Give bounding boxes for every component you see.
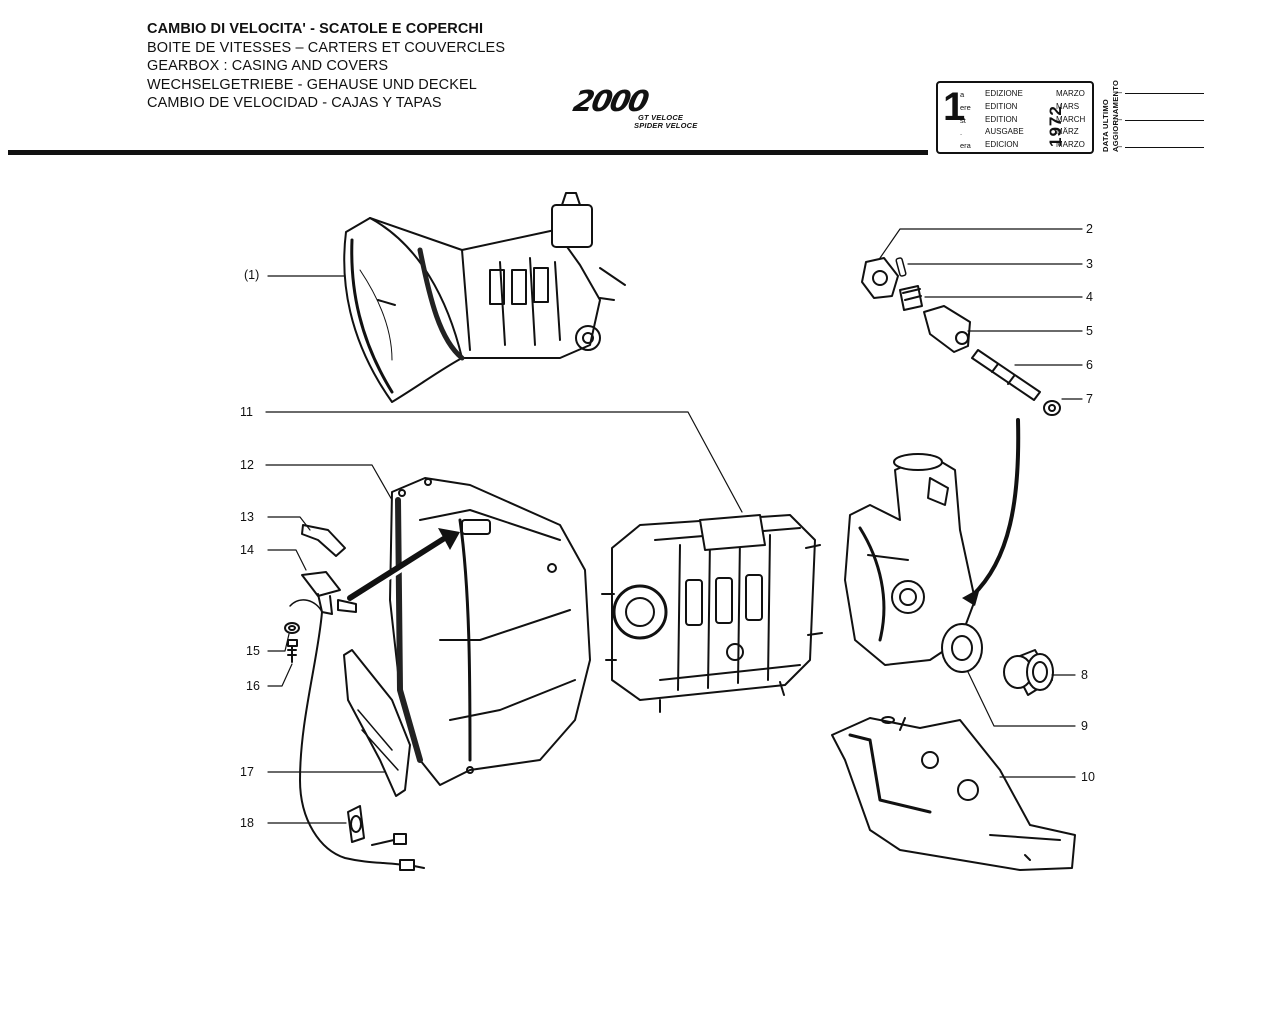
edition-month: MARZO bbox=[1056, 89, 1085, 98]
callout-7: 7 bbox=[1086, 392, 1093, 406]
edition-suffix: a bbox=[960, 90, 965, 99]
part-9-mount bbox=[941, 623, 983, 673]
part-13-bracket bbox=[301, 524, 346, 557]
callout-18: 18 bbox=[240, 816, 254, 830]
edition-box: 1 a ere st . era EDIZIONE EDITION EDITIO… bbox=[936, 81, 1094, 154]
edition-label: EDITION bbox=[985, 115, 1018, 124]
edition-month: MARS bbox=[1056, 102, 1080, 111]
callout-9: 9 bbox=[1081, 719, 1088, 733]
callout-12: 12 bbox=[240, 458, 254, 472]
part-2-gasket bbox=[861, 257, 899, 299]
title-english: GEARBOX : CASING AND COVERS bbox=[147, 58, 389, 74]
callout-14: 14 bbox=[240, 543, 254, 557]
edition-suffix: st bbox=[960, 116, 966, 125]
callout-13: 13 bbox=[240, 510, 254, 524]
callout-11: 11 bbox=[240, 405, 253, 419]
update-line bbox=[1125, 93, 1204, 94]
callout-6: 6 bbox=[1086, 358, 1093, 372]
edition-label: AUSGABE bbox=[985, 127, 1024, 136]
part-10-crossmember bbox=[831, 716, 1076, 871]
title-italian: CAMBIO DI VELOCITA' - SCATOLE E COPERCHI bbox=[147, 21, 484, 37]
curved-arrow bbox=[962, 418, 1021, 606]
part-7-washer bbox=[1043, 400, 1061, 416]
central-casing bbox=[601, 514, 823, 713]
edition-label: EDICION bbox=[985, 140, 1019, 149]
edition-suffix: ere bbox=[960, 103, 971, 112]
part-5-speedo-housing bbox=[923, 305, 971, 353]
part-3-pin bbox=[895, 257, 907, 277]
model-logo-line1: GT VELOCE bbox=[638, 113, 684, 122]
part-17-cover-plate bbox=[343, 649, 411, 797]
title-french: BOITE DE VITESSES – CARTERS ET COUVERCLE… bbox=[147, 39, 506, 56]
callout-17: 17 bbox=[240, 765, 254, 779]
callout-16: 16 bbox=[246, 679, 260, 693]
part-4-drive-gear bbox=[899, 285, 923, 311]
update-line bbox=[1125, 147, 1204, 148]
callout-4: 4 bbox=[1086, 290, 1093, 304]
part-18-clip bbox=[347, 805, 365, 843]
part-14-switch bbox=[301, 571, 357, 615]
part-16-screw bbox=[287, 639, 298, 663]
callout-10: 10 bbox=[1081, 770, 1095, 784]
callout-8: 8 bbox=[1081, 668, 1088, 682]
edition-month: MÄRZ bbox=[1056, 127, 1079, 136]
assembly-arrow bbox=[347, 528, 460, 604]
clutch-bell-housing bbox=[389, 477, 591, 786]
title-german: WECHSELGETRIEBE - GEHAUSE UND DECKEL bbox=[147, 76, 477, 93]
update-line bbox=[1125, 120, 1204, 121]
edition-number: 1 bbox=[943, 85, 966, 129]
wiring-cable bbox=[289, 599, 425, 871]
edition-month: MARCH bbox=[1056, 115, 1086, 124]
part-8-bush bbox=[1003, 649, 1054, 696]
update-tick: – bbox=[1117, 141, 1123, 151]
callout-1: (1) bbox=[244, 268, 260, 282]
header-rule bbox=[8, 150, 928, 155]
callout-3: 3 bbox=[1086, 257, 1093, 271]
page-title-block: CAMBIO DI VELOCITA' - SCATOLE E COPERCHI… bbox=[147, 20, 505, 113]
leader-lines bbox=[265, 228, 1083, 824]
edition-month: MARZO bbox=[1056, 140, 1085, 149]
callout-5: 5 bbox=[1086, 324, 1093, 338]
edition-label: EDITION bbox=[985, 102, 1018, 111]
part-6-shaft bbox=[971, 349, 1041, 401]
model-logo: 2000 GT VELOCE SPIDER VELOCE bbox=[570, 84, 704, 132]
update-tick: – bbox=[1117, 87, 1123, 97]
edition-suffix: era bbox=[960, 141, 971, 150]
title-spanish: CAMBIO DE VELOCIDAD - CAJAS Y TAPAS bbox=[147, 95, 442, 111]
update-tick: – bbox=[1117, 114, 1123, 124]
edition-suffix: . bbox=[960, 128, 963, 137]
complete-gearbox-assembly bbox=[343, 192, 626, 403]
callout-15: 15 bbox=[246, 644, 260, 658]
rear-extension-housing bbox=[844, 453, 976, 666]
edition-label: EDIZIONE bbox=[985, 89, 1023, 98]
model-logo-line2: SPIDER VELOCE bbox=[634, 121, 698, 130]
part-15-washer bbox=[284, 622, 300, 634]
callout-2: 2 bbox=[1086, 222, 1093, 236]
